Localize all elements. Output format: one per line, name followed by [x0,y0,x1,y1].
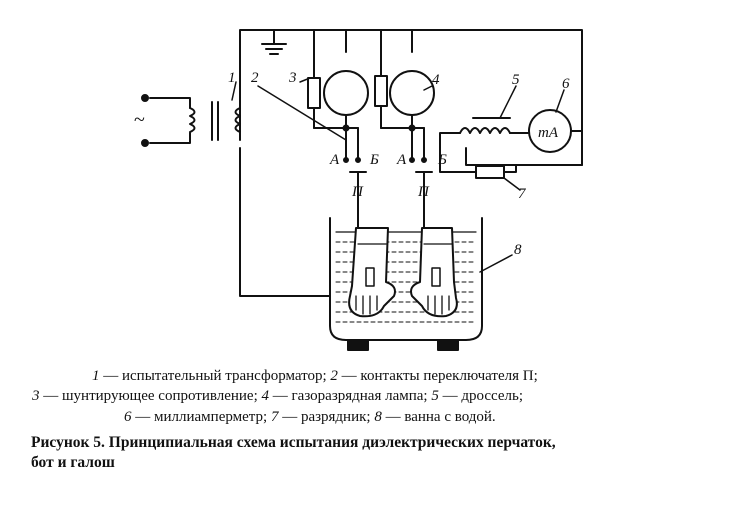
legend-line-1: 1 — испытательный трансформатор; 2 — кон… [92,368,538,385]
label-4: 4 [432,72,440,88]
legend-line-3: 6 — миллиамперметр; 7 — разрядник; 8 — в… [124,409,496,426]
legend-line-2: 3 — шунтирующее сопротивление; 4 — газор… [32,388,523,405]
label-b-right: Б [437,152,447,168]
label-1: 1 [228,70,236,86]
legend-text-5: — дроссель; [438,388,524,404]
label-2: 2 [251,70,259,86]
legend-num-2: 2 [330,368,338,384]
figure-caption-line-1: Рисунок 5. Принципиальная схема испытани… [31,434,556,451]
legend-num-6: 6 [124,409,132,425]
ground-symbol [261,29,287,55]
label-a-left: А [329,152,340,168]
legend-text-2: — контакты переключателя П; [337,368,538,384]
branch-right [374,29,435,149]
label-p-right: П [417,184,430,200]
glove-left [348,227,396,318]
legend-num-5: 5 [431,388,439,404]
shunt-resistor-3 [307,77,321,109]
milliammeter-label: mA [538,125,559,141]
transformer [141,94,241,147]
legend-text-1: — испытательный трансформатор; [99,368,331,384]
label-a-right: А [396,152,407,168]
legend-text-3: — шунтирующее сопротивление; [39,388,262,404]
label-6: 6 [562,76,570,92]
branch-left [307,29,369,149]
label-3: 3 [288,70,297,86]
legend-num-3: 3 [32,388,40,404]
label-7: 7 [518,186,527,202]
choke-and-meter [439,109,583,179]
legend-text-8: — ванна с водой. [381,409,496,425]
label-8: 8 [514,242,522,258]
label-p-left: П [351,184,364,200]
label-5: 5 [512,72,520,88]
legend-num-1: 1 [92,368,100,384]
figure-caption-line-2: бот и галош [31,454,115,471]
choke-5 [459,127,511,134]
legend-num-4: 4 [261,388,270,404]
left-return-wire [239,147,331,297]
legend-num-8: 8 [374,409,382,425]
ac-source-symbol: ~ [134,109,145,131]
gas-lamp-4 [389,70,435,116]
gas-lamp-left [323,70,369,116]
leaders [231,77,565,273]
legend-num-7: 7 [270,409,279,425]
legend-text-6: — миллиамперметр; [131,409,271,425]
legend-text-4: — газоразрядная лампа; [269,388,432,404]
glove-right [410,227,458,318]
discharger-7 [475,165,505,179]
legend-text-7: — разрядник; [278,409,375,425]
shunt-resistor-right [374,75,388,107]
switch-contacts [343,147,433,229]
label-b-left: Б [369,152,379,168]
